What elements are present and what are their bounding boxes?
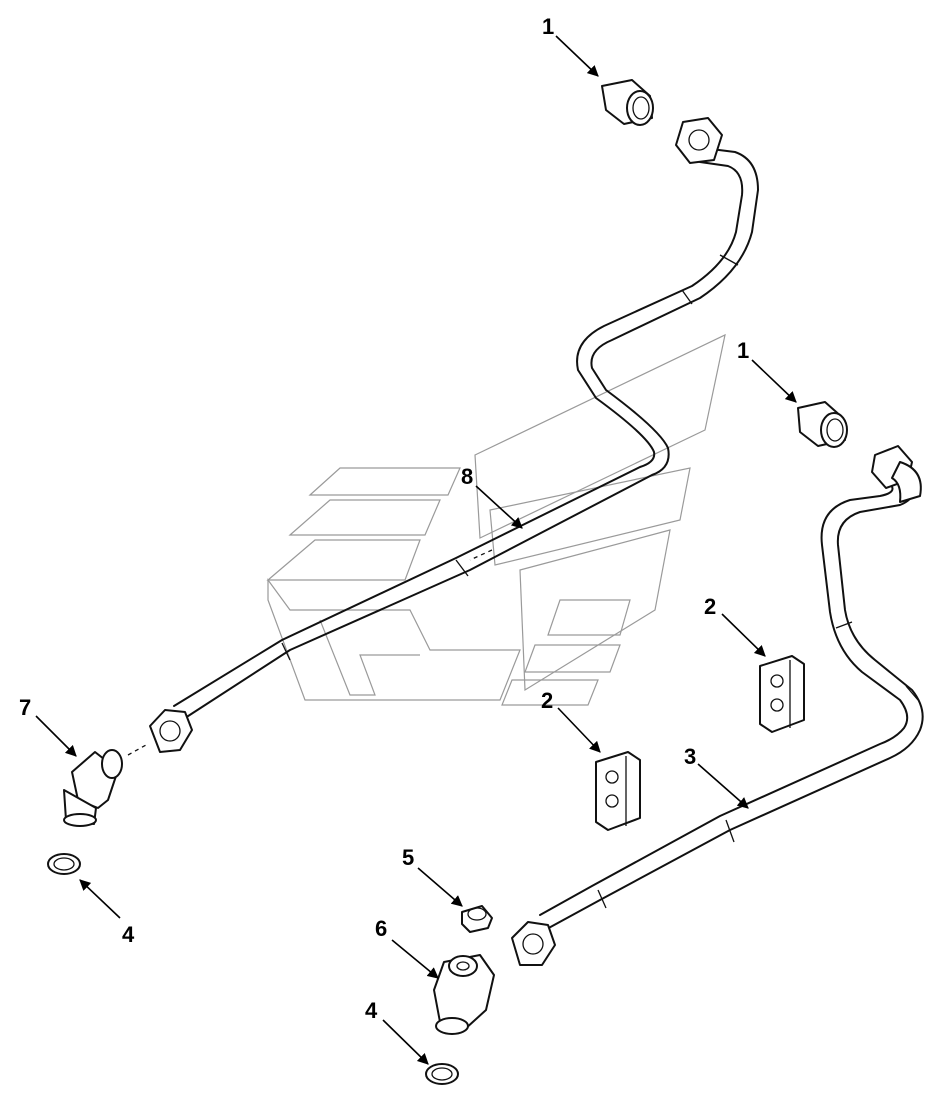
leader-4b (382, 1019, 429, 1065)
callout-4-bottom: 4 (365, 998, 378, 1023)
callout-4-left: 4 (122, 922, 135, 947)
fitting-part-6 (433, 954, 495, 1035)
o-ring-part-4-left (47, 853, 81, 875)
callout-5: 5 (402, 845, 414, 870)
o-ring-part-4-bottom (425, 1063, 459, 1085)
leader-3 (697, 763, 749, 809)
tube-8 (149, 117, 759, 753)
callout-6: 6 (375, 916, 387, 941)
leader-2b (557, 707, 601, 753)
leader-1a (555, 35, 599, 77)
elbow-fitting-part-7 (63, 749, 123, 827)
watermark-logo (266, 333, 726, 706)
callout-3: 3 (684, 744, 696, 769)
leader-5 (417, 867, 463, 907)
fitting-part-1-upper (601, 79, 654, 126)
callout-2-lower: 2 (541, 688, 553, 713)
tube-3 (511, 445, 924, 966)
clamp-part-2-lower (595, 751, 641, 831)
leader-1b (751, 359, 797, 403)
leader-2a (721, 613, 766, 657)
callout-1-lower: 1 (737, 338, 749, 363)
callout-2-upper: 2 (704, 594, 716, 619)
plug-part-5 (461, 905, 493, 933)
leader-4a (79, 879, 121, 919)
callout-1-upper: 1 (542, 14, 554, 39)
leader-6 (391, 939, 439, 979)
fitting-part-1-lower (797, 401, 848, 448)
clamp-part-2-upper (759, 655, 805, 733)
callout-8: 8 (461, 464, 473, 489)
callout-7: 7 (19, 695, 31, 720)
leader-7 (35, 715, 77, 757)
leader-8 (475, 485, 523, 529)
